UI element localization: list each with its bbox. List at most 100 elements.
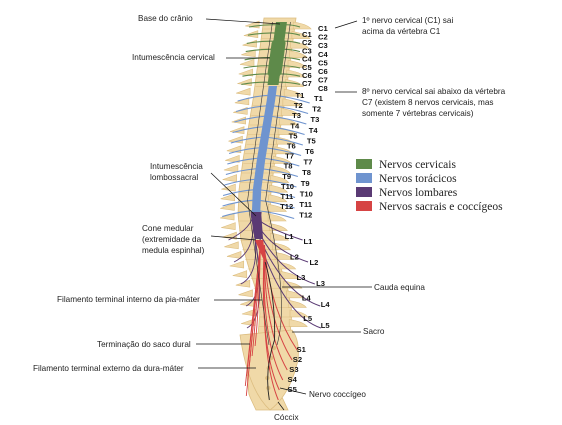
vertebra-right-process xyxy=(283,280,303,289)
label-nerve-t12: T12 xyxy=(299,211,312,220)
leader-line xyxy=(277,401,285,411)
label-nerve-t8: T8 xyxy=(302,168,311,177)
label-intumescencia-cervical: Intumescência cervical xyxy=(132,53,215,62)
label-nerve-t9: T9 xyxy=(301,179,310,188)
nerve-sacral xyxy=(263,244,279,401)
legend-label-sacral: Nervos sacrais e coccígeos xyxy=(379,201,503,213)
leader-line xyxy=(210,235,257,241)
label-filamento-interno: Filamento terminal interno da pia-máter xyxy=(57,295,200,304)
label-vertebra-t3: T3 xyxy=(292,111,301,120)
leader-line xyxy=(334,20,358,29)
label-vertebra-c1: C1 xyxy=(302,30,312,39)
label-nerve-c8: C8 xyxy=(318,84,328,93)
label-nerve-s3: S3 xyxy=(289,365,298,374)
label-cone-medular-2: (extremidade da xyxy=(142,235,202,244)
label-nerve-c1: C1 xyxy=(318,24,328,33)
vertebra-left-process xyxy=(236,87,251,96)
legend-label-lumbar: Nervos lombares xyxy=(379,187,458,199)
vertebra-right-process xyxy=(268,204,287,212)
label-nerve-s4: S4 xyxy=(288,375,298,384)
label-vertebra-t7: T7 xyxy=(285,152,294,161)
label-nerve-s5: S5 xyxy=(288,385,298,394)
label-vertebra-l5: L5 xyxy=(303,314,313,323)
vertebra-left-process xyxy=(221,222,236,230)
vertebra-left-process xyxy=(238,289,253,298)
vertebra-right-process xyxy=(287,60,307,68)
vertebra-left-process xyxy=(226,250,242,259)
label-nerve-l4: L4 xyxy=(321,300,331,309)
label-nerve-t2: T2 xyxy=(312,105,321,114)
vertebra-right-process xyxy=(283,88,303,97)
label-nerve-t10: T10 xyxy=(300,189,313,198)
vertebra-right-process xyxy=(269,184,288,193)
vertebra-right-process xyxy=(282,98,302,107)
vertebra-left-process xyxy=(229,260,245,269)
label-vertebra-t11: T11 xyxy=(281,192,294,201)
label-sacro: Sacro xyxy=(363,327,385,336)
cord-cervical xyxy=(267,22,287,85)
vertebra-right-process xyxy=(280,108,300,116)
label-vertebra-t2: T2 xyxy=(294,101,303,110)
label-vertebra-c5: C5 xyxy=(302,63,312,72)
label-nerve-c7: C7 xyxy=(318,76,328,85)
cord-thoracic xyxy=(251,86,278,212)
vertebra-left-process xyxy=(235,279,251,288)
label-vertebra-c6: C6 xyxy=(302,71,312,80)
vertebra-left-process xyxy=(241,49,256,58)
label-nerve-l3: L3 xyxy=(316,279,325,288)
vertebra-left-process xyxy=(239,58,255,67)
label-terminacao-saco: Terminação do saco dural xyxy=(97,340,191,349)
label-nerve-t11: T11 xyxy=(299,200,312,209)
label-vertebra-t10: T10 xyxy=(281,182,294,191)
label-vertebra-t5: T5 xyxy=(289,131,299,140)
nerve-sacral-left xyxy=(245,244,261,397)
legend-swatch-sacral xyxy=(356,201,372,211)
label-nerve-c4: C4 xyxy=(318,50,328,59)
label-nerve-t3: T3 xyxy=(310,115,319,124)
label-nerve-s1: S1 xyxy=(297,345,307,354)
label-coccix: Cóccix xyxy=(274,413,299,422)
label-nerve-l1: L1 xyxy=(304,237,314,246)
label-nerve-c5: C5 xyxy=(318,58,328,67)
note-c1-line2: acima da vértebra C1 xyxy=(362,27,441,36)
label-vertebra-c7: C7 xyxy=(302,79,312,88)
leader-line xyxy=(210,172,257,217)
label-cone-medular-3: medula espinhal) xyxy=(142,246,205,255)
legend: Nervos cervicais Nervos torácicos Nervos… xyxy=(356,159,503,213)
vertebra-left-process xyxy=(222,174,237,182)
nerve-sacral-left xyxy=(254,244,261,347)
vertebra-right-process xyxy=(267,213,287,222)
label-vertebra-t8: T8 xyxy=(284,162,293,171)
vertebra-right-process xyxy=(280,271,300,279)
vertebra-left-process xyxy=(223,164,239,173)
vertebra-right-process xyxy=(288,319,308,327)
label-vertebra-l3: L3 xyxy=(296,273,305,282)
label-vertebra-l4: L4 xyxy=(302,294,312,303)
label-vertebra-t1: T1 xyxy=(296,91,306,100)
level-labels: C1C2C3C4C5C6C7C8C1C2C3C4C5C6C7T1T2T3T4T5… xyxy=(280,24,330,394)
vertebra-left-process xyxy=(220,193,236,202)
label-vertebra-t4: T4 xyxy=(290,121,300,130)
label-intumescencia-lombossacral-2: lombossacral xyxy=(150,173,198,182)
label-vertebra-c4: C4 xyxy=(302,55,312,64)
label-nerve-t7: T7 xyxy=(304,158,313,167)
note-c8-line3: somente 7 vértebras cervicais) xyxy=(362,109,474,118)
note-c8-line1: 8º nervo cervical sai abaixo da vértebra xyxy=(362,87,506,96)
label-vertebra-t6: T6 xyxy=(287,142,296,151)
note-c1-line1: 1º nervo cervical (C1) sai xyxy=(362,16,453,25)
cord-sacral xyxy=(254,240,266,261)
vertebra-right-process xyxy=(292,21,312,30)
label-nerve-l2: L2 xyxy=(309,258,318,267)
vertebra-right-process xyxy=(291,31,311,39)
vertebra-right-process xyxy=(287,300,307,308)
vertebra-right-process xyxy=(272,242,291,251)
leader-line xyxy=(205,18,281,25)
vertebra-right-process xyxy=(286,69,306,78)
vertebra-left-process xyxy=(225,154,240,163)
nerve-sacral xyxy=(263,244,288,371)
dural-sac xyxy=(247,21,291,346)
vertebra-right-process xyxy=(270,175,290,183)
label-vertebra-c3: C3 xyxy=(302,46,312,55)
